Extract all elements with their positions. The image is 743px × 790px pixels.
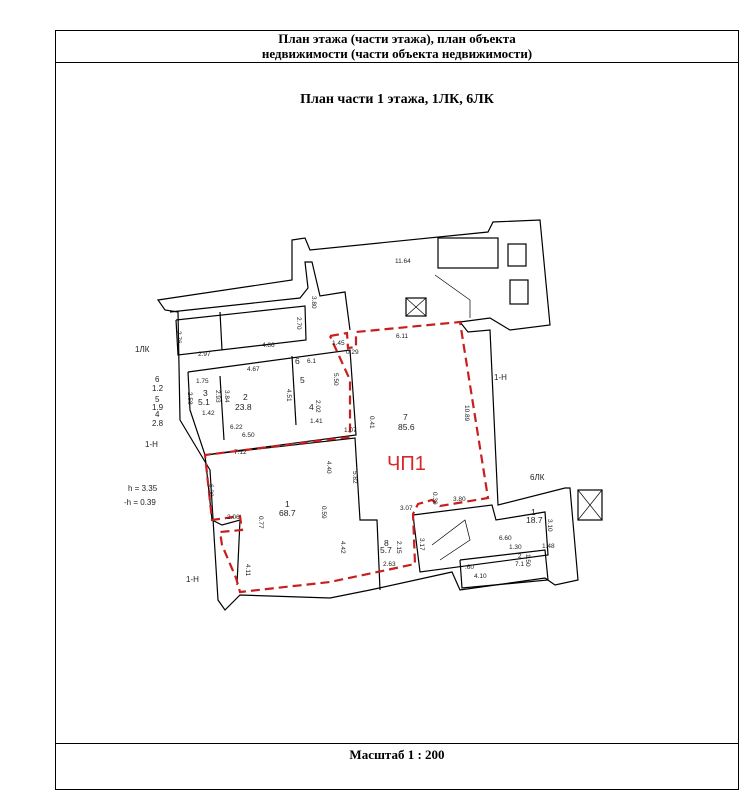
dim: 2.58 xyxy=(186,392,193,405)
dim: 6.60 xyxy=(499,535,512,542)
side-room-number: 6 xyxy=(155,375,160,384)
dim: 4.86 xyxy=(262,342,275,349)
dim: 1.50 xyxy=(524,554,531,567)
dim: 0.59 xyxy=(320,506,327,519)
scale-label: Масштаб 1 : 200 xyxy=(349,747,445,762)
dim: 0.77 xyxy=(257,516,264,529)
dim: 6.50 xyxy=(242,432,255,439)
dim: 2.97 xyxy=(198,351,211,358)
plan-labels: 11.64 3.80 2.76 2.70 2.97 4.86 1.45 0.29… xyxy=(124,258,555,584)
dim: 3.07 xyxy=(400,505,413,512)
dim: 2.63 xyxy=(383,561,396,568)
dim: 1.30 xyxy=(509,544,522,551)
zone-label-chp1: ЧП1 xyxy=(387,453,426,475)
dim: 1.75 xyxy=(196,378,209,385)
marker-1n: 1-Н xyxy=(145,440,158,449)
room-number: 2 xyxy=(518,553,522,560)
dim: 2.15 xyxy=(395,541,402,554)
floor-offset: -h = 0.39 xyxy=(124,498,156,507)
dim: 6.11 xyxy=(396,333,409,340)
room-area: 23.8 xyxy=(235,402,252,412)
zone-boundary-chp1 xyxy=(203,320,490,594)
dim: 4.67 xyxy=(247,366,260,373)
room-number: 1 xyxy=(285,499,290,509)
dim: 7.12 xyxy=(234,449,247,456)
dim: 6.22 xyxy=(230,424,243,431)
document-header: План этажа (части этажа), план объекта н… xyxy=(55,31,739,61)
dim: 1.07 xyxy=(344,427,357,434)
dim: 1.48 xyxy=(542,543,555,550)
shaft-icon xyxy=(405,297,427,317)
dim: 4.51 xyxy=(285,389,292,402)
room-number: 2 xyxy=(243,392,248,402)
room-area: 68.7 xyxy=(279,508,296,518)
dim: 4.40 xyxy=(325,461,332,474)
dim: 6.1 xyxy=(307,358,316,365)
dim: 3.80 xyxy=(310,296,317,309)
dim: 5.82 xyxy=(351,471,358,484)
dim: 6.30 xyxy=(207,484,214,497)
header-line-1: План этажа (части этажа), план объекта xyxy=(278,31,516,46)
room-area: 85.6 xyxy=(398,422,415,432)
plan-title: План части 1 этажа, 1ЛК, 6ЛК xyxy=(300,92,494,107)
room-area: 7.1 xyxy=(515,561,524,568)
side-room-area: 2.8 xyxy=(152,419,164,428)
dim: 4.42 xyxy=(339,541,346,554)
dim: 4.10 xyxy=(474,573,487,580)
dim: 2.02 xyxy=(314,400,321,413)
side-room-area: 1.9 xyxy=(152,403,164,412)
side-room-number: 4 xyxy=(155,410,160,419)
dim: 5.50 xyxy=(332,373,339,386)
room-area: 5.7 xyxy=(380,545,392,555)
dim: 0.39 xyxy=(431,492,438,505)
dim: 0.41 xyxy=(368,416,375,429)
room-number: 1 xyxy=(531,507,536,517)
dim: 11.64 xyxy=(395,258,411,265)
dim: 2.70 xyxy=(295,317,302,330)
ceiling-height: h = 3.35 xyxy=(128,484,158,493)
dim: 10.89 xyxy=(463,405,470,422)
room-number: 5 xyxy=(300,375,305,385)
dim: 3.17 xyxy=(418,538,425,551)
marker-1lk: 1ЛК xyxy=(135,345,150,354)
room-number: 8 xyxy=(384,538,389,548)
dim: 3.80 xyxy=(453,496,466,503)
floor-plan: 11.64 3.80 2.76 2.70 2.97 4.86 1.45 0.29… xyxy=(124,219,603,611)
side-room-area: 1.2 xyxy=(152,384,164,393)
footer-divider xyxy=(55,743,739,744)
dim: .60 xyxy=(465,564,474,571)
room-number: 3 xyxy=(203,388,208,398)
room-number: 7 xyxy=(403,412,408,422)
dim: 1.45 xyxy=(332,340,345,347)
side-room-number: 5 xyxy=(155,395,160,404)
header-line-2: недвижимости (части объекта недвижимости… xyxy=(261,46,533,61)
room-area: 5.1 xyxy=(198,397,210,407)
room-area: 18.7 xyxy=(526,515,543,525)
dim: 1.42 xyxy=(202,410,215,417)
dim: 1.41 xyxy=(310,418,323,425)
marker-1n: 1-Н xyxy=(186,575,199,584)
marker-6lk: 6ЛК xyxy=(530,473,545,482)
room-number: 4 xyxy=(309,402,314,412)
dim: 4.11 xyxy=(244,564,251,577)
room-number: 6 xyxy=(295,356,300,366)
dim: 3.10 xyxy=(546,519,553,532)
dim: 2.06 xyxy=(227,514,240,521)
header-divider xyxy=(55,62,739,63)
dim: 0.29 xyxy=(346,349,359,356)
dim: 2.93 xyxy=(214,390,221,403)
dim: 3.84 xyxy=(223,390,230,403)
marker-1n: 1-Н xyxy=(494,373,507,382)
dim: 2.76 xyxy=(175,331,182,344)
